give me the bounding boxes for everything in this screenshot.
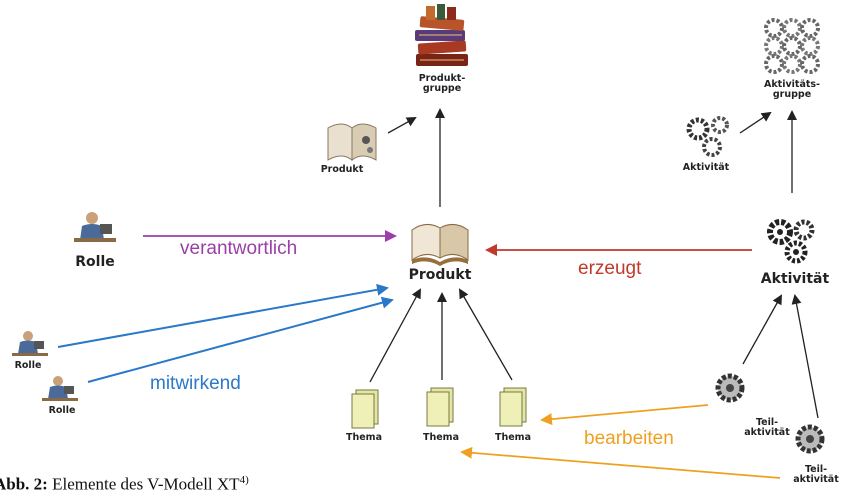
aktivitaet-small-label: Aktivität xyxy=(682,162,730,173)
person-at-desk-icon xyxy=(74,212,116,242)
produkt-small-label: Produkt xyxy=(320,164,364,175)
caption-prefix: Abb. 2: xyxy=(0,474,48,494)
arrow-thema1-to-produkt xyxy=(369,288,421,383)
teilaktivitaet-2-label: Teil- aktivität xyxy=(793,464,839,485)
document-icon xyxy=(499,387,527,427)
single-gear-icon xyxy=(715,373,745,403)
caption-footnote: 4) xyxy=(239,474,249,486)
figure-caption: Abb. 2: Elemente des V-Modell XT4) xyxy=(0,474,249,495)
small-gears-icon xyxy=(686,116,729,157)
thema-2-label: Thema xyxy=(423,432,459,443)
arrow-teil1-to-aktivitaet xyxy=(742,294,782,365)
mitwirkend-label: mitwirkend xyxy=(150,373,241,394)
open-book-icon xyxy=(411,224,469,266)
arrow-produkt-small-to-produktgruppe xyxy=(387,117,417,134)
arrow-thema3-to-produkt xyxy=(458,288,513,381)
arrow-mitwirkend-2 xyxy=(87,296,394,383)
person-at-desk-icon xyxy=(12,331,48,356)
aktivitaet-label: Aktivität xyxy=(760,271,830,287)
bearbeiten-label: bearbeiten xyxy=(584,428,674,449)
structure-arrows xyxy=(369,108,819,419)
thema-1-label: Thema xyxy=(346,432,382,443)
books-stack-icon xyxy=(415,4,468,66)
arrow-aktivitaet-small-to-aktivitaetsgruppe xyxy=(739,111,772,134)
thema-3-label: Thema xyxy=(495,432,531,443)
rolle-main-label: Rolle xyxy=(75,254,115,270)
rolle-2-label: Rolle xyxy=(48,405,76,416)
arrow-mitwirkend-1 xyxy=(57,283,389,348)
aktivitaetsgruppe-label: Aktivitäts- gruppe xyxy=(763,79,820,100)
verantwortlich-label: verantwortlich xyxy=(180,238,298,259)
single-gear-icon xyxy=(795,424,825,454)
document-icon xyxy=(351,389,379,429)
document-icon xyxy=(426,387,454,427)
erzeugt-label: erzeugt xyxy=(578,258,642,279)
caption-text: Elemente des V-Modell XT xyxy=(47,474,240,494)
small-book-icon xyxy=(327,123,377,162)
produkt-label: Produkt xyxy=(408,267,472,283)
produktgruppe-label: Produkt- gruppe xyxy=(418,73,466,94)
arrow-bearbeiten-1 xyxy=(540,404,709,426)
person-at-desk-icon xyxy=(42,376,78,401)
gears-icon xyxy=(767,219,815,264)
teilaktivitaet-1-label: Teil- aktivität xyxy=(744,417,790,438)
gear-cluster-icon xyxy=(764,18,820,74)
rolle-1-label: Rolle xyxy=(14,360,42,371)
arrow-teil2-to-aktivitaet xyxy=(791,294,819,419)
arrow-bearbeiten-2 xyxy=(460,446,781,479)
